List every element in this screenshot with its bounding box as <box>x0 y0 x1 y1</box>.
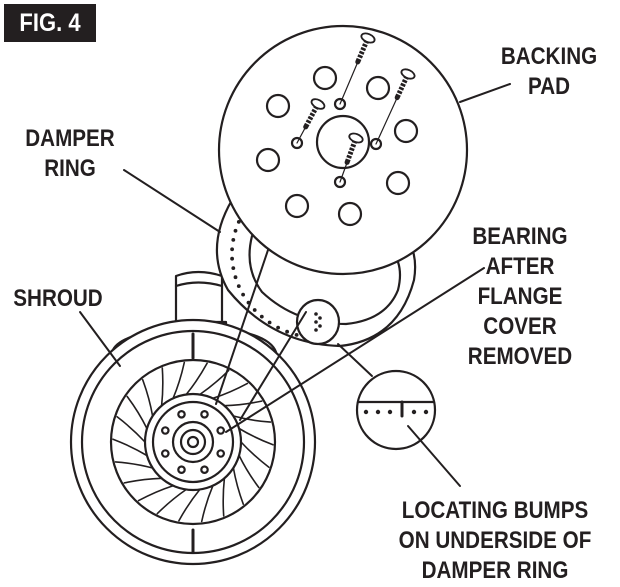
label-damper-ring-line1: DAMPER <box>25 125 115 152</box>
impeller-vane <box>223 400 263 407</box>
damper-ring-bump <box>231 238 236 242</box>
label-locating-bumps-line1: LOCATING BUMPS <box>401 497 589 524</box>
damper-ring-bump <box>241 292 246 297</box>
screw <box>339 32 376 105</box>
damper-ring-bump <box>233 275 238 280</box>
hub-hole <box>216 449 226 458</box>
locating-bumps-detail <box>355 369 437 451</box>
impeller-vane <box>123 477 163 484</box>
impeller-vane <box>212 382 249 400</box>
damper-ring-bump <box>230 256 235 261</box>
hub-hole <box>161 449 170 458</box>
screw <box>296 98 326 144</box>
label-bearing-line1: BEARING <box>472 223 568 250</box>
damper-ring-leader <box>123 169 221 233</box>
label-bearing-line3: FLANGE <box>477 283 563 310</box>
impeller-vane <box>178 488 201 522</box>
figure-number-badge: FIG. 4 <box>4 4 96 42</box>
impeller-vane <box>112 438 148 457</box>
label-bearing-line2: AFTER <box>485 253 555 280</box>
backing-pad-leader <box>459 83 511 103</box>
hub-hole <box>177 409 186 419</box>
label-damper-ring: DAMPER RING <box>10 124 130 184</box>
bearing <box>295 298 341 346</box>
damper-ring-bump <box>252 308 257 312</box>
label-locating-bumps: LOCATING BUMPS ON UNDERSIDE OF DAMPER RI… <box>389 496 601 586</box>
label-bearing-line4: COVER <box>483 313 557 340</box>
impeller-vane <box>222 477 226 517</box>
damper-ring-bump <box>236 220 241 224</box>
damper-ring-bump <box>236 284 241 288</box>
impeller-vane <box>156 488 187 515</box>
alignment-line-2 <box>239 311 307 421</box>
shroud-leader <box>79 311 121 367</box>
figure-number: FIG. 4 <box>19 9 81 37</box>
backing-pad <box>217 24 469 276</box>
damper-ring-bump <box>233 228 238 233</box>
impeller-vane <box>238 454 260 489</box>
detail-connector <box>337 343 373 377</box>
hub-hole <box>200 465 209 475</box>
bearing-leader <box>225 267 485 433</box>
damper-ring-bump <box>285 329 289 334</box>
hub-hole <box>200 409 209 419</box>
impeller-vane <box>238 427 274 446</box>
impeller <box>109 358 277 526</box>
damper-ring-bump <box>231 266 236 270</box>
label-locating-bumps-line3: DAMPER RING <box>421 557 569 584</box>
impeller-vane <box>116 416 146 443</box>
damper-ring-bump <box>276 325 280 330</box>
label-backing-pad-line2: PAD <box>527 73 571 100</box>
impeller-vane <box>114 461 154 469</box>
hub-hole <box>161 426 170 435</box>
label-shroud-line1: SHROUD <box>13 285 103 312</box>
impeller-vane <box>232 467 245 505</box>
alignment-line-1 <box>215 249 269 405</box>
screw <box>375 68 416 145</box>
impeller-vane <box>141 379 154 417</box>
hub-hole <box>177 465 186 475</box>
impeller-vane <box>200 484 214 523</box>
damper-ring-bump <box>230 247 235 252</box>
label-backing-pad-line1: BACKING <box>500 43 598 70</box>
damper-ring-bump <box>267 320 272 325</box>
damper-ring-bump <box>259 314 264 319</box>
label-shroud: SHROUD <box>8 284 108 314</box>
impeller-vane <box>232 415 272 423</box>
label-backing-pad: BACKING PAD <box>485 42 614 102</box>
impeller-vane <box>172 361 186 400</box>
label-locating-bumps-line2: ON UNDERSIDE OF <box>398 527 592 554</box>
impeller-vane <box>126 395 148 430</box>
locating-bumps-leader <box>407 425 461 487</box>
impeller-vane <box>185 362 208 396</box>
screw <box>339 132 364 183</box>
impeller-vane <box>137 484 174 502</box>
hub-hole <box>216 426 226 435</box>
label-damper-ring-line2: RING <box>44 155 96 182</box>
impeller-vane <box>240 441 270 468</box>
impeller-vane <box>160 367 164 407</box>
screws <box>296 32 416 183</box>
label-bearing: BEARING AFTER FLANGE COVER REMOVED <box>460 222 580 372</box>
label-bearing-line5: REMOVED <box>467 343 573 370</box>
damper-ring-bump <box>294 333 299 337</box>
